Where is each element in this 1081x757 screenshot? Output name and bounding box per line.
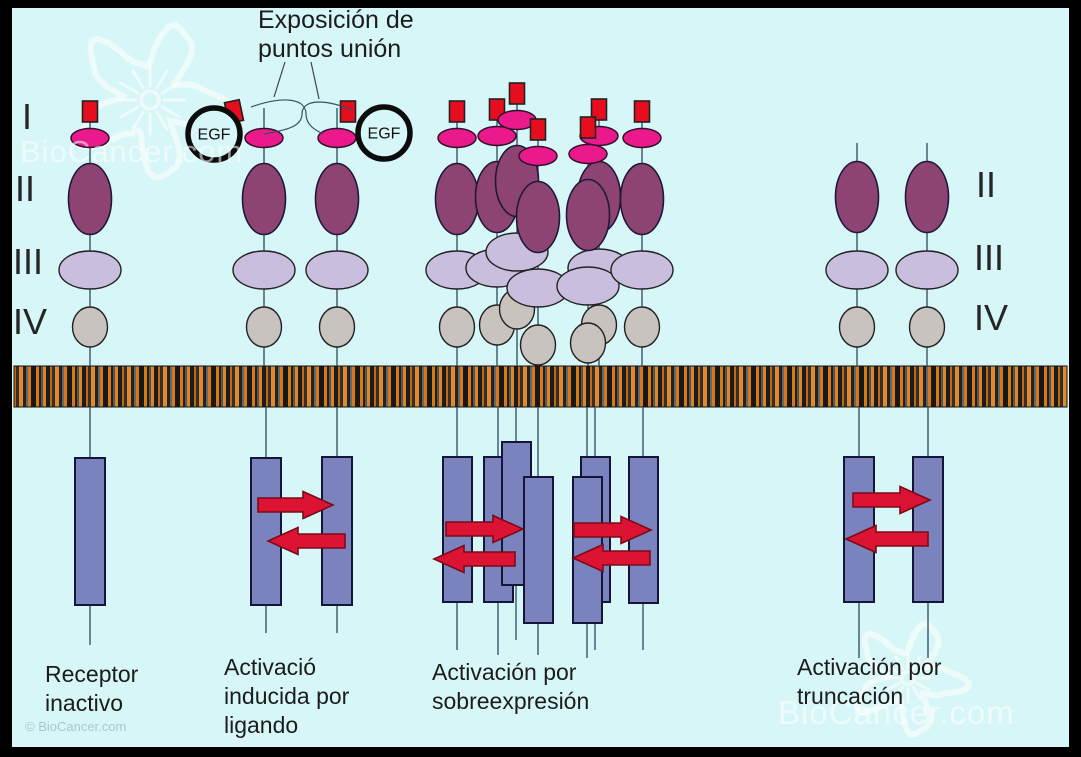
label-activacion-ligando: Activació inducida por ligando: [224, 654, 350, 738]
phosphorylation-arrow-left: [266, 526, 346, 556]
domain-3: [58, 250, 122, 290]
flower-watermark: [853, 620, 972, 738]
domain-1: [244, 127, 284, 149]
domain-label-right-2: II: [976, 164, 997, 205]
domain-2: [434, 162, 480, 236]
domain-1: [568, 143, 608, 165]
domain-label-left-2: II: [15, 168, 36, 209]
domain-1: [622, 127, 662, 149]
domain-4: [438, 306, 476, 348]
phosphorylation-arrow-left: [571, 543, 651, 573]
egf-ligand: EGF: [185, 105, 243, 163]
title-leader-line: [273, 61, 286, 98]
ligand-square: [579, 116, 597, 139]
domain-2: [565, 178, 611, 252]
phosphorylation-arrow-right: [445, 514, 525, 544]
domain-4: [318, 306, 356, 348]
svg-text:EGF: EGF: [198, 127, 231, 144]
domain-1: [70, 127, 110, 149]
phosphorylation-arrow-left: [432, 544, 516, 574]
domain-label-right-3: III: [974, 237, 1005, 278]
domain-1: [477, 125, 517, 147]
watermark-brand-top: BioCancer.com: [20, 134, 244, 169]
ligand-square: [508, 82, 526, 105]
phosphorylation-arrow-right: [257, 490, 335, 520]
ligand-square: [529, 118, 547, 141]
domain-2: [515, 180, 561, 254]
copyright-notice: © BioCancer.com: [25, 719, 127, 734]
domain-3: [232, 250, 296, 290]
watermark-brand-bottom: BioCancer.com: [778, 694, 1015, 731]
domain-4: [623, 306, 661, 348]
domain-2: [904, 160, 950, 234]
domain-label-left-4: IV: [13, 301, 48, 342]
label-activacion-truncacion: Activación por truncación: [797, 654, 942, 709]
domain-4: [908, 306, 946, 348]
flower-watermark: [75, 21, 237, 181]
domain-3: [305, 250, 369, 290]
domain-2: [67, 162, 113, 236]
ligand-square: [81, 100, 99, 123]
domain-4: [245, 306, 283, 348]
label-receptor-inactivo: Receptor inactivo: [45, 661, 139, 716]
binding-site-curve: [263, 101, 353, 135]
domain-2: [241, 162, 287, 236]
phosphorylation-arrow-right: [852, 485, 932, 515]
domain-1: [437, 127, 477, 149]
domain-1: [518, 145, 558, 167]
binding-site-curve: [250, 99, 324, 135]
domain-label-left-3: III: [13, 241, 44, 282]
label-activacion-sobreexpresion: Activación por sobreexpresión: [432, 659, 590, 714]
domain-1: [317, 127, 357, 149]
domain-3: [610, 250, 674, 290]
ligand-square: [448, 100, 466, 123]
domain-3: [825, 250, 889, 290]
domain-2: [619, 162, 665, 236]
svg-text:EGF: EGF: [368, 126, 401, 143]
domain-2: [834, 160, 880, 234]
domain-3: [556, 266, 620, 306]
diagram-title: Exposición de puntos unión: [258, 6, 414, 64]
domain-label-left-1: I: [22, 96, 33, 137]
phosphorylation-arrow-right: [573, 515, 653, 545]
title-leader-line: [310, 61, 320, 100]
domain-label-right-4: IV: [974, 297, 1009, 338]
cell-membrane: [13, 365, 1068, 408]
domain-4: [519, 324, 557, 366]
ligand-square: [633, 100, 651, 123]
domain-4: [838, 306, 876, 348]
ligand-square: [590, 98, 608, 121]
domain-4: [71, 306, 109, 348]
ligand-square: [339, 100, 357, 123]
domain-3: [895, 250, 959, 290]
receptor-domains: [58, 82, 959, 366]
domain-2: [314, 162, 360, 236]
egf-ligand: EGF: [355, 104, 413, 162]
phosphorylation-arrow-left: [844, 524, 929, 554]
domain-4: [569, 322, 607, 364]
